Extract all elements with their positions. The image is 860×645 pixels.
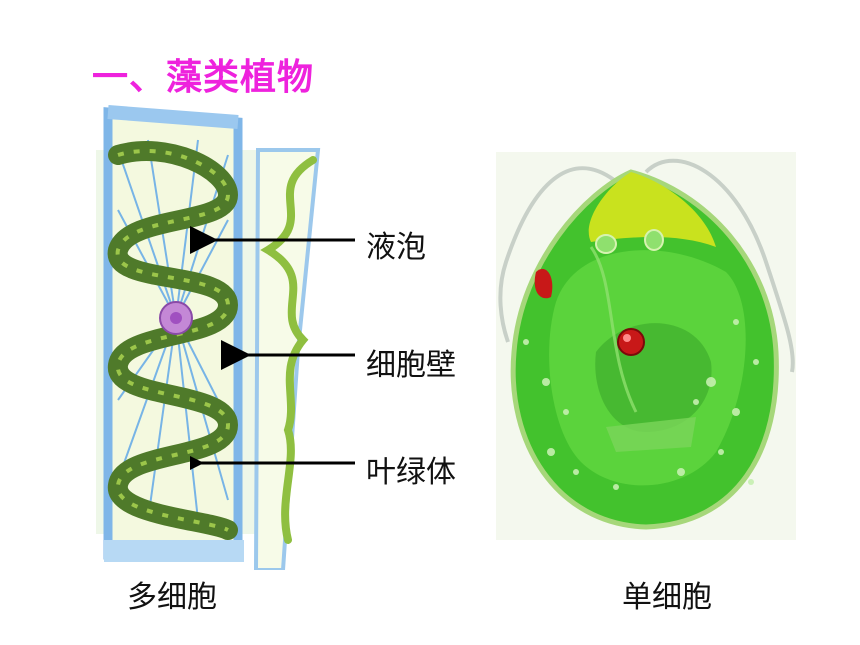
multicellular-alga-illustration [96, 105, 321, 570]
multicellular-caption: 多细胞 [127, 580, 217, 615]
vacuole-label: 液泡 [366, 230, 426, 265]
chloroplast-label: 叶绿体 [366, 455, 456, 490]
unicellular-caption: 单细胞 [622, 580, 712, 615]
pointer-arrows [190, 225, 355, 475]
unicellular-alga-illustration [496, 152, 796, 540]
cell-wall-label: 细胞壁 [366, 348, 456, 383]
slide-title: 一、藻类植物 [92, 57, 315, 98]
